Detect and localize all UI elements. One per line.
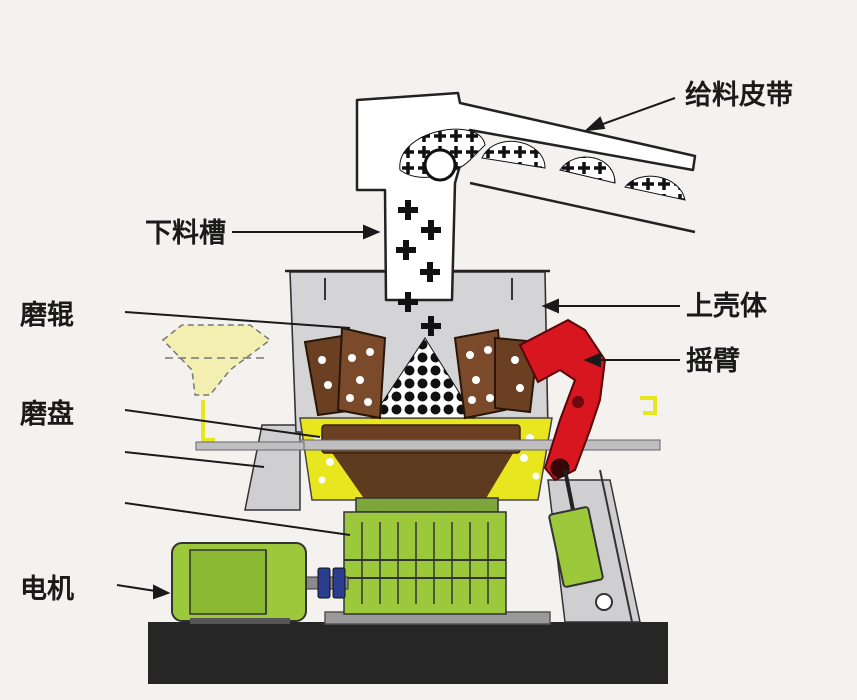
right-bracket (640, 396, 657, 415)
feed-belt-material (399, 128, 686, 201)
left-hopper (161, 324, 272, 442)
base-plate (148, 622, 668, 684)
label-rocker-arm: 摇臂 (686, 346, 740, 377)
label-feed-belt: 给料皮带 (685, 80, 793, 111)
feed-belt-lower (469, 181, 696, 234)
feed-belt-pulley (423, 148, 457, 182)
label-feed-chute: 下料槽 (145, 218, 226, 249)
label-motor: 电机 (20, 574, 74, 605)
material-cone (371, 337, 476, 419)
falling-material (396, 200, 441, 336)
motor (171, 542, 307, 624)
label-upper-shell: 上壳体 (686, 291, 768, 322)
pedestal (330, 450, 515, 500)
label-grinding-roller: 磨辊 (20, 299, 74, 331)
left-shaft (195, 441, 305, 451)
hydraulic-cylinder (548, 469, 604, 588)
horizontal-shaft (299, 439, 661, 451)
label-grinding-disc: 磨盘 (20, 398, 74, 430)
feed-chute (355, 91, 697, 302)
left-grinding-roller (303, 326, 387, 420)
left-support (244, 424, 301, 511)
right-frame-pivot (595, 593, 613, 611)
gearbox (343, 497, 507, 615)
right-frame-rod (599, 469, 633, 623)
coupling (303, 567, 349, 599)
leader-lines (116, 97, 680, 600)
